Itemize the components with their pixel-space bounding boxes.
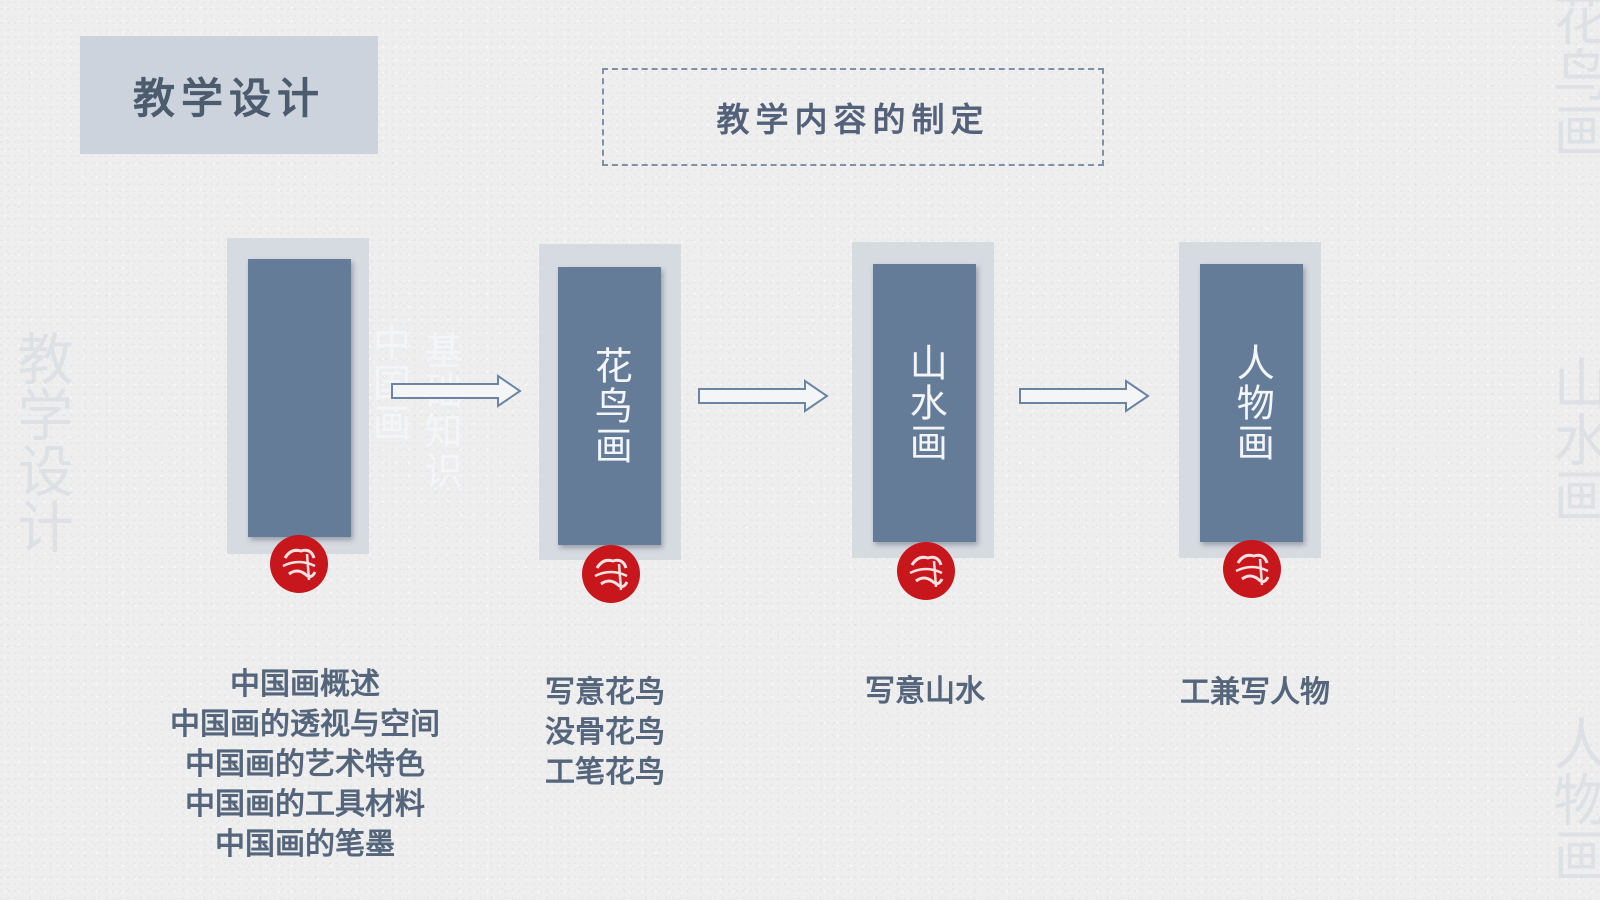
desc-basics: 中国画概述 中国画的透视与空间 中国画的艺术特色 中国画的工具材料 中国画的笔墨	[150, 665, 460, 865]
desc-basics-line: 中国画的透视与空间	[170, 707, 440, 742]
desc-basics-line: 中国画的笔墨	[215, 827, 395, 862]
card-flower-bird-text: 花鸟画	[588, 346, 633, 466]
watermark-right-top: 花鸟画	[1544, 0, 1600, 158]
slide-title: 教学设计	[132, 73, 325, 123]
section-title-box: 教学内容的制定	[602, 68, 1104, 166]
seal-icon-4	[1223, 540, 1281, 598]
desc-basics-line: 中国画的工具材料	[185, 787, 425, 822]
watermark-left: 教学设计	[8, 330, 73, 554]
section-title: 教学内容的制定	[716, 100, 990, 139]
card-landscape: 山水画	[873, 264, 976, 542]
watermark-right-bottom: 人物画	[1544, 715, 1600, 883]
arrow-icon-3	[1019, 379, 1150, 413]
slide-title-box: 教学设计	[80, 36, 378, 154]
desc-basics-line: 中国画概述	[230, 667, 380, 702]
card-basics-col-b: 基础知识	[418, 331, 463, 491]
seal-icon-1	[270, 535, 328, 593]
arrow-icon-2	[698, 379, 829, 413]
watermark-right-middle: 山水画	[1544, 355, 1600, 523]
desc-flower-bird-line: 写意花鸟	[545, 675, 665, 710]
desc-flower-bird-line: 工笔花鸟	[545, 755, 665, 790]
desc-flower-bird-line: 没骨花鸟	[545, 715, 665, 750]
desc-landscape: 写意山水	[825, 672, 1025, 712]
arrow-icon-1	[391, 374, 522, 408]
desc-figure-line: 工兼写人物	[1180, 675, 1330, 710]
desc-figure: 工兼写人物	[1140, 673, 1370, 713]
card-figure-text: 人物画	[1230, 343, 1275, 463]
card-basics: 基础知识 中国画	[248, 259, 462, 537]
seal-icon-2	[582, 545, 640, 603]
desc-landscape-line: 写意山水	[865, 674, 985, 709]
seal-icon-3	[897, 542, 955, 600]
card-flower-bird: 花鸟画	[558, 267, 661, 545]
desc-flower-bird: 写意花鸟 没骨花鸟 工笔花鸟	[505, 673, 705, 793]
card-figure: 人物画	[1200, 264, 1303, 542]
desc-basics-line: 中国画的艺术特色	[185, 747, 425, 782]
card-landscape-text: 山水画	[903, 343, 948, 463]
